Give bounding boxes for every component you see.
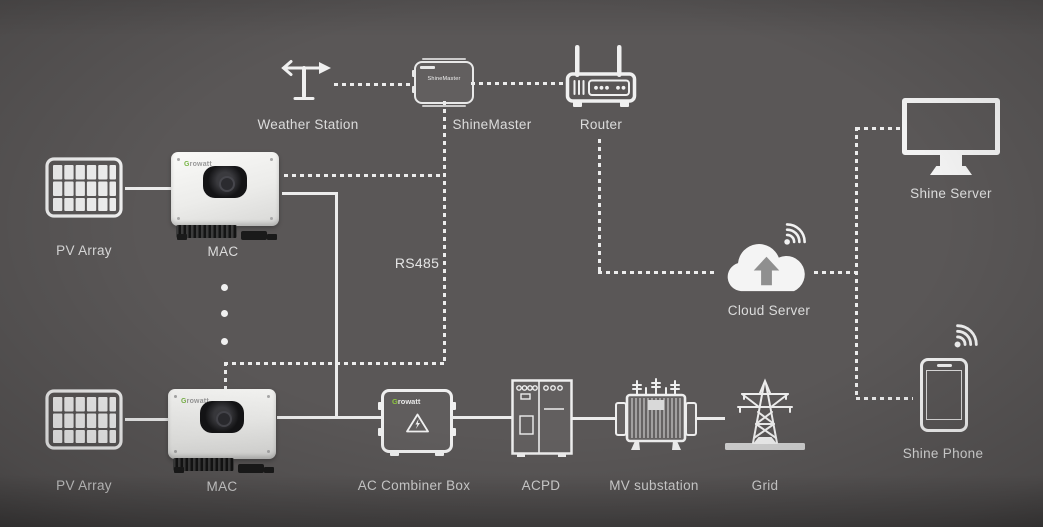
router (565, 43, 638, 110)
inverter-heatsink (176, 225, 237, 238)
ac-combiner-box: Growatt (378, 389, 456, 456)
line-macbot-combiner (277, 416, 381, 419)
inverter-connector (241, 231, 267, 240)
acpd-label: ACPD (521, 478, 561, 493)
pv-array-bottom-label: PV Array (56, 478, 112, 493)
mac-top-label: MAC (207, 244, 239, 259)
line-to-shinephone (856, 397, 913, 400)
grid-label: Grid (751, 478, 779, 493)
inverter-heatsink (173, 458, 234, 471)
shinemaster-mount-tab (412, 86, 416, 93)
mac-bottom-label: MAC (206, 479, 238, 494)
weather-station-label: Weather Station (257, 117, 359, 132)
growatt-logo: Growatt (184, 161, 212, 168)
transformer-icon (615, 378, 697, 450)
ellipsis-dot (221, 338, 228, 345)
wind-vane-icon (281, 60, 331, 100)
line-router-cloud (598, 271, 718, 274)
line-rs485-branch (224, 362, 445, 365)
inverter-icon: Growatt (171, 152, 279, 226)
line-pvbot-macbot (125, 418, 170, 421)
grid (723, 374, 807, 454)
warning-triangle-icon (406, 413, 429, 433)
ellipsis-dot (221, 284, 228, 291)
mv-substation (613, 377, 699, 457)
inverter-display (203, 165, 247, 198)
pv-array-bottom (45, 389, 123, 450)
mv-substation-label: MV substation (609, 478, 699, 493)
line-shinemaster-router (471, 82, 566, 85)
shinemaster-sticker (420, 66, 435, 69)
smartphone-icon (920, 358, 968, 432)
line-substation-grid (697, 417, 725, 420)
inverter-icon: Growatt (168, 389, 276, 459)
line-combiner-acpd (450, 416, 512, 419)
shinemaster-flange (422, 58, 466, 60)
cloud-server-label: Cloud Server (727, 303, 811, 318)
line-rs485-macbot (224, 362, 227, 389)
solar-panel-icon (45, 157, 123, 218)
ellipsis-dot (221, 310, 228, 317)
solar-panel-icon (45, 389, 123, 450)
wifi-signal-icon (954, 324, 978, 348)
desktop-monitor-icon (902, 98, 1000, 155)
line-cloud-right (814, 271, 857, 274)
line-router-down (598, 139, 601, 273)
monitor-base (930, 166, 972, 175)
growatt-logo: Growatt (181, 398, 209, 405)
line-to-shineserver (856, 127, 900, 130)
router-label: Router (579, 117, 623, 132)
line-mactop-down (335, 192, 338, 418)
electrical-cabinet-icon (511, 379, 573, 457)
line-mactop-rs485 (284, 174, 445, 177)
acpd (511, 379, 573, 458)
line-shinemaster-rs485-down (443, 101, 446, 364)
shine-server-label: Shine Server (910, 186, 992, 201)
shine-phone-label: Shine Phone (902, 446, 984, 461)
shinemaster-device: ShineMaster (412, 58, 474, 107)
ac-combiner-box-label: AC Combiner Box (357, 478, 471, 493)
inverter-display (200, 401, 244, 433)
cloud-wifi (780, 220, 810, 248)
transmission-tower-icon (725, 378, 805, 450)
phone-wifi (950, 321, 982, 351)
wifi-signal-icon (784, 223, 806, 245)
shinemaster-device-text: ShineMaster (427, 76, 461, 82)
line-mactop-right (282, 192, 338, 195)
line-pvtop-mactop (125, 187, 172, 190)
line-acpd-substation (572, 417, 615, 420)
mac-bottom: Growatt (168, 389, 276, 473)
pv-array-top-label: PV Array (56, 243, 112, 258)
shinemaster-label: ShineMaster (452, 117, 532, 132)
pv-array-top (45, 157, 123, 218)
mac-top: Growatt (171, 152, 279, 240)
phone-screen (926, 370, 962, 420)
cloud-server (717, 239, 816, 296)
shinemaster-mount-tab (412, 70, 416, 77)
cloud-upload-icon (727, 244, 805, 292)
phone-speaker (937, 364, 952, 367)
growatt-logo: Growatt (392, 397, 421, 406)
wifi-router-icon (565, 45, 637, 107)
line-weather-shinemaster (334, 83, 414, 86)
monitor-neck (940, 155, 962, 167)
line-cloud-vertical (855, 127, 858, 399)
weather-station (281, 55, 333, 103)
inverter-connector (238, 464, 264, 473)
rs485-annotation: RS485 (394, 255, 440, 271)
